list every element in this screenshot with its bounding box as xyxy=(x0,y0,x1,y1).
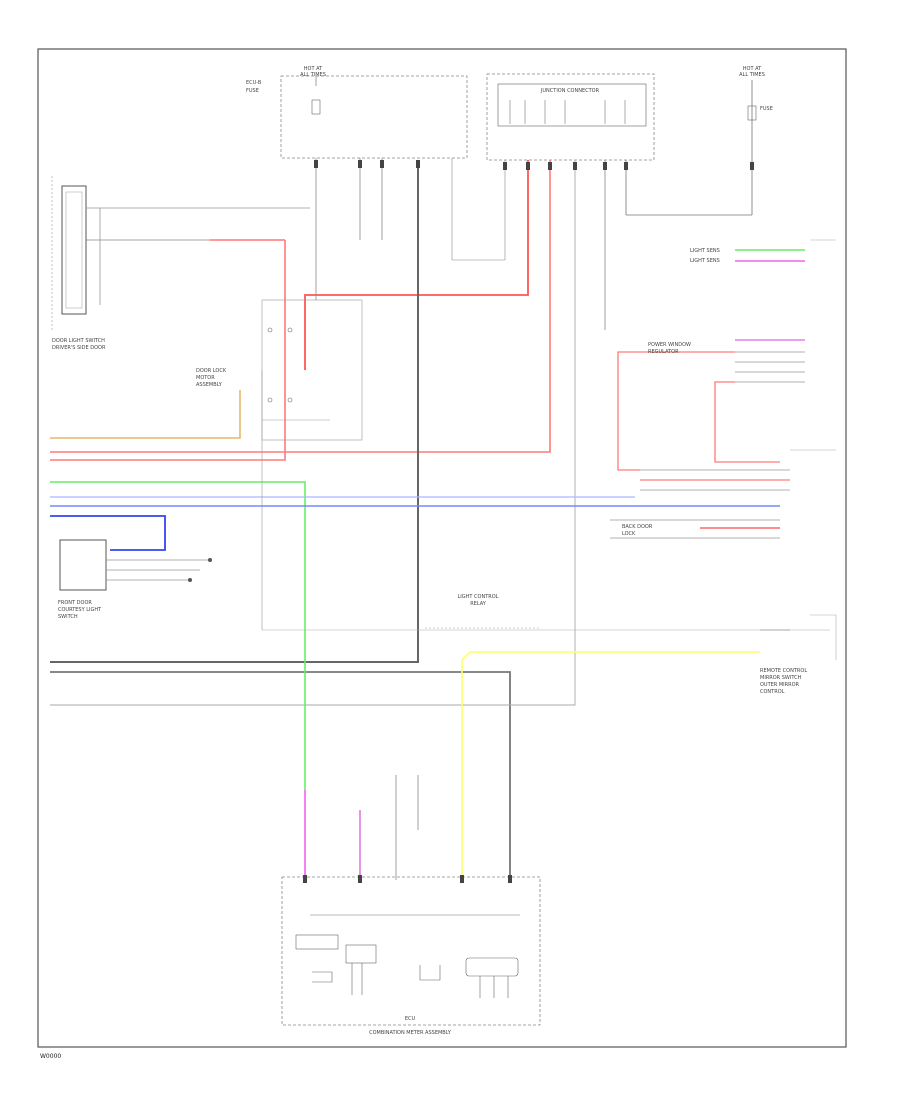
gray-wire-main xyxy=(50,160,419,663)
relay-label-1: DOOR LOCK xyxy=(196,368,227,374)
right-bottom-label-3: OUTER MIRROR xyxy=(760,682,800,688)
door-light-switch: DOOR LIGHT SWITCH DRIVER'S SIDE DOOR xyxy=(51,176,310,351)
top-center-connector: JUNCTION CONNECTOR xyxy=(486,73,655,161)
right-back-door: BACK DOOR LOCK xyxy=(610,449,836,539)
red-wire-left xyxy=(50,240,286,461)
right-mid-label-1: POWER WINDOW xyxy=(648,342,691,348)
top-right-label-1: HOT AT xyxy=(743,66,762,72)
yellow-wire xyxy=(461,651,760,880)
door-switch-label-1: DOOR LIGHT SWITCH xyxy=(52,338,105,344)
lower-left-label-1: FRONT DOOR xyxy=(58,600,92,606)
light-control-relay: LIGHT CONTROL RELAY xyxy=(425,594,540,629)
top-left-label-1: HOT AT xyxy=(304,66,323,72)
diagram-border xyxy=(37,48,847,1048)
orange-wire xyxy=(50,390,241,439)
bottom-assembly-label: COMBINATION METER ASSEMBLY xyxy=(369,1030,452,1036)
top-right-component: HOT AT ALL TIMES FUSE xyxy=(625,66,773,216)
red-wire-loop xyxy=(304,160,529,370)
right-bottom-label-2: MIRROR SWITCH xyxy=(760,675,802,681)
center-note-label-2: RELAY xyxy=(470,601,487,607)
connector-marks xyxy=(303,160,754,883)
gray-wire-light xyxy=(50,160,576,706)
footer-code: W0000 xyxy=(40,1053,61,1060)
bottom-ecu-label: ECU xyxy=(405,1016,416,1022)
relay-label-3: ASSEMBLY xyxy=(196,382,223,388)
top-left-label-3: ECU-B xyxy=(246,80,262,86)
courtesy-switch: FRONT DOOR COURTESY LIGHT SWITCH xyxy=(58,539,212,620)
right-bottom-label-1: REMOTE CONTROL xyxy=(760,668,807,674)
right-top-label-2: LIGHT SENS xyxy=(690,258,720,264)
top-left-label-4: FUSE xyxy=(246,88,259,94)
remote-mirror-switch: REMOTE CONTROL MIRROR SWITCH OUTER MIRRO… xyxy=(760,614,837,695)
right-mid-label-2: REGULATOR xyxy=(648,349,679,355)
green-wire xyxy=(50,481,306,790)
right-window-regulator: POWER WINDOW REGULATOR xyxy=(617,339,805,471)
right-top-label-1: LIGHT SENS xyxy=(690,248,720,254)
lower-left-label-3: SWITCH xyxy=(58,614,78,620)
top-left-component: HOT AT ALL TIMES ECU-B FUSE xyxy=(246,66,468,159)
relay-label-2: MOTOR xyxy=(196,375,215,381)
right-low-label-2: LOCK xyxy=(622,531,636,537)
blue-wire-3 xyxy=(50,515,166,551)
top-right-label-2: ALL TIMES xyxy=(739,72,765,78)
top-right-label-3: FUSE xyxy=(760,106,773,112)
top-left-label-2: ALL TIMES xyxy=(300,72,326,78)
door-switch-label-2: DRIVER'S SIDE DOOR xyxy=(52,345,106,351)
right-low-label-1: BACK DOOR xyxy=(622,524,653,530)
left-relay-block: DOOR LOCK MOTOR ASSEMBLY xyxy=(196,299,830,631)
center-note-label-1: LIGHT CONTROL xyxy=(458,594,499,600)
lower-left-label-2: COURTESY LIGHT xyxy=(58,607,102,613)
gray-wire-second xyxy=(50,671,511,880)
combination-meter-assembly: ECU COMBINATION METER ASSEMBLY xyxy=(281,775,541,1036)
center-connector-label: JUNCTION CONNECTOR xyxy=(540,88,600,94)
red-wire-long xyxy=(50,160,551,453)
right-bottom-label-4: CONTROL xyxy=(760,689,785,695)
right-light-sensors: LIGHT SENS LIGHT SENS xyxy=(690,239,836,264)
